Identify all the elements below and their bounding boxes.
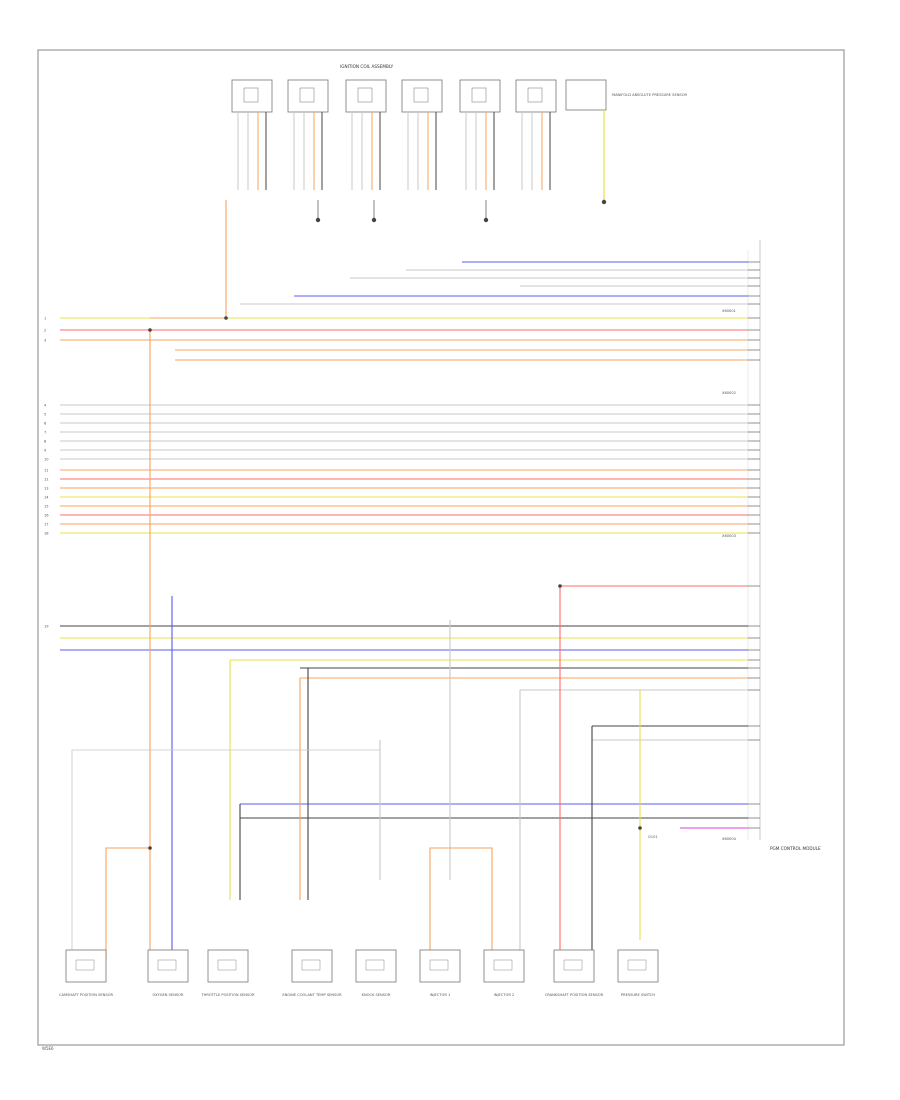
left-pin-label: 15 <box>44 505 49 509</box>
elbow-wire <box>105 847 150 960</box>
left-pin-label: 10 <box>44 458 49 462</box>
coil-box <box>287 79 329 113</box>
ground-dot <box>315 217 321 223</box>
component-box <box>147 949 189 983</box>
coil-box <box>231 79 273 113</box>
module-name: PGM CONTROL MODULE <box>770 846 821 851</box>
component-symbol <box>301 959 321 971</box>
left-pin-label: 16 <box>44 514 49 518</box>
component-label: CRANKSHAFT POSITION SENSOR <box>545 993 604 997</box>
splice-dot <box>558 584 562 588</box>
component-box <box>65 949 107 983</box>
left-pin-label: 5 <box>44 413 46 417</box>
left-pin-label: 18 <box>44 532 49 536</box>
left-pin-label: 6 <box>44 422 47 426</box>
splice-dot <box>224 316 228 320</box>
coil-symbol <box>357 87 373 103</box>
bottom-components: CAMSHAFT POSITION SENSOR OXYGEN SENSOR THR… <box>59 835 659 997</box>
component-symbol <box>365 959 385 971</box>
component-symbol <box>429 959 449 971</box>
component-symbol <box>627 959 647 971</box>
map-sensor-label: MANIFOLD ABSOLUTE PRESSURE SENSOR <box>612 93 688 97</box>
elbow-wire <box>150 310 227 319</box>
coil-box <box>345 79 387 113</box>
left-pin-label: 3 <box>44 339 46 343</box>
coil-box <box>515 79 557 113</box>
splice-dot <box>148 328 152 332</box>
left-pin-label: 9 <box>44 449 47 453</box>
coil-symbol <box>299 87 315 103</box>
diagram-frame <box>37 49 845 1046</box>
coil-symbol <box>413 87 429 103</box>
left-pin-label: 17 <box>44 523 49 527</box>
coil-symbol <box>471 87 487 103</box>
map-sensor-box <box>565 79 607 111</box>
component-box <box>207 949 249 983</box>
component-symbol <box>563 959 583 971</box>
left-pin-label: 4 <box>44 404 47 408</box>
component-label: OXYGEN SENSOR <box>153 993 184 997</box>
component-box <box>483 949 525 983</box>
ground-dot <box>371 217 377 223</box>
coil-symbol <box>527 87 543 103</box>
ground-dot <box>483 217 489 223</box>
connector-label: X60004 <box>722 837 737 841</box>
connector-label: X60003 <box>722 534 736 538</box>
component-label: THROTTLE POSITION SENSOR <box>200 993 255 997</box>
left-pin-label: 12 <box>44 478 49 482</box>
component-box <box>617 949 659 983</box>
left-pin-label: 2 <box>44 329 46 333</box>
component-box <box>553 949 595 983</box>
component-symbol <box>75 959 95 971</box>
component-box <box>291 949 333 983</box>
left-pin-label: 13 <box>44 487 49 491</box>
vertical-wires <box>71 200 642 960</box>
coil-box <box>459 79 501 113</box>
ground-label: G101 <box>648 835 658 839</box>
footer-code: W5E6 <box>42 1046 54 1051</box>
component-symbol <box>217 959 237 971</box>
harness-wires: 12345678910111213141516171819X60001X6000… <box>44 261 760 841</box>
elbow-wire <box>429 847 493 960</box>
left-pin-label: 11 <box>44 469 49 473</box>
coil-header: IGNITION COIL ASSEMBLY <box>340 64 394 69</box>
left-pin-label: 7 <box>44 431 46 435</box>
component-label: KNOCK SENSOR <box>362 993 391 997</box>
left-pin-label: 14 <box>44 496 49 500</box>
splice-dot <box>148 846 152 850</box>
elbow-wire <box>71 749 380 960</box>
left-pin-label: 19 <box>44 625 49 629</box>
coil-symbol <box>243 87 259 103</box>
left-pin-label: 1 <box>44 317 46 321</box>
component-label: PRESSURE SWITCH <box>621 993 655 997</box>
connector-label: X60001 <box>722 309 736 313</box>
coil-box <box>401 79 443 113</box>
component-symbol <box>157 959 177 971</box>
component-label: INJECTOR 2 <box>494 993 515 997</box>
component-box <box>355 949 397 983</box>
component-label: CAMSHAFT POSITION SENSOR <box>59 993 113 997</box>
component-label: INJECTOR 1 <box>430 993 451 997</box>
ignition-coil-assembly: IGNITION COIL ASSEMBLY MANIFOLD ABSOLUTE … <box>231 64 688 223</box>
connector-label: X60002 <box>722 391 736 395</box>
left-pin-label: 8 <box>44 440 47 444</box>
component-label: ENGINE COOLANT TEMP SENSOR <box>282 993 342 997</box>
component-symbol <box>493 959 513 971</box>
splice-dot <box>638 826 642 830</box>
component-box <box>419 949 461 983</box>
ground-dot <box>601 199 607 205</box>
